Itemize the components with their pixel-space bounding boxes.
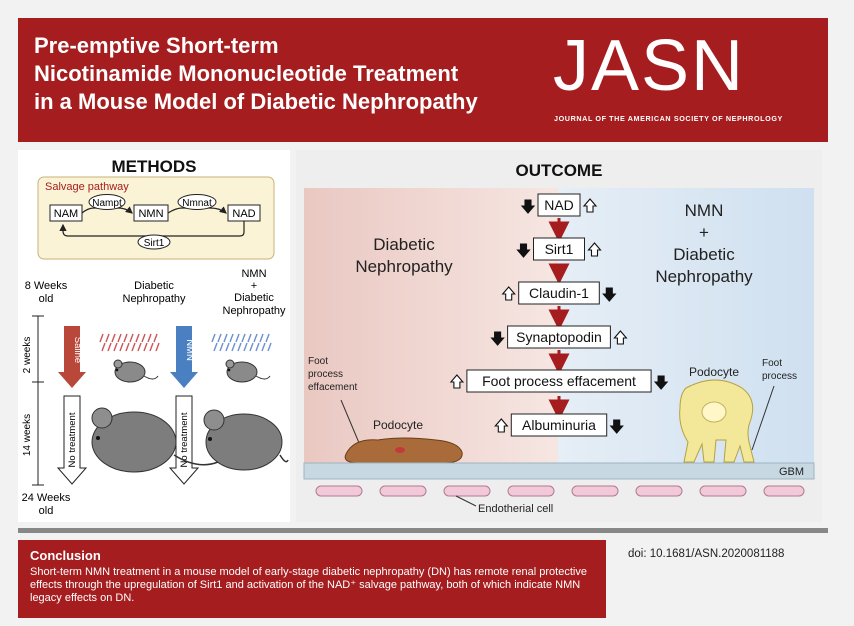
up-arrow-icon (449, 374, 465, 389)
down-arrow-icon (609, 419, 624, 434)
up-arrow-icon (613, 330, 628, 345)
podocyte-left-label: Podocyte (373, 418, 423, 432)
node-nmn: NMN (138, 208, 163, 220)
methods-panel: METHODS Salvage pathway NAM NMN NAD Namp… (18, 150, 290, 522)
marker-label: NAD (544, 197, 574, 213)
small-mouse-nmn (225, 359, 271, 383)
conclusion-title: Conclusion (30, 548, 101, 563)
down-arrow-icon (516, 243, 531, 258)
gbm-label: GBM (779, 466, 804, 478)
node-nam: NAM (54, 208, 78, 220)
node-nad: NAD (232, 208, 255, 220)
nmnat-ellipse (177, 194, 217, 210)
doi-text: doi: 10.1681/ASN.2020081188 (628, 548, 785, 560)
up-arrow-icon (494, 418, 509, 433)
phase1-label: 2 weeks (22, 337, 33, 374)
marker-box (507, 325, 611, 349)
marker-label: Foot process effacement (482, 373, 636, 389)
nampt-ellipse (88, 194, 126, 210)
marker-label: Albuminuria (522, 417, 596, 433)
sirt1-ellipse (137, 234, 171, 250)
foot-process-pointer (751, 385, 775, 451)
nmn-label: NMN (184, 339, 195, 361)
no-treatment-left: No treatment (67, 412, 78, 467)
conclusion-box: Conclusion Short-term NMN treatment in a… (18, 540, 606, 618)
section-divider (18, 528, 828, 533)
endothelial-cells (315, 485, 805, 497)
endothelial-label: Endotherial cell (478, 503, 553, 515)
podocyte-right-label: Podocyte (689, 365, 739, 379)
marker-box (510, 413, 608, 437)
endothelial-pointer (455, 495, 477, 507)
methods-heading: METHODS (112, 157, 197, 176)
conclusion-text: Short-term NMN treatment in a mouse mode… (30, 566, 587, 604)
header-banner: Pre-emptive Short-term Nicotinamide Mono… (18, 18, 828, 142)
dn-injection-marks (99, 333, 160, 352)
saline-label: Saline (72, 337, 83, 363)
effacement-pointer (340, 399, 363, 451)
no-treatment-arrow-left (56, 395, 88, 485)
page-title: Pre-emptive Short-term Nicotinamide Mono… (34, 33, 478, 114)
enzyme-nmnat: Nmnat (182, 198, 212, 209)
down-arrow-icon (653, 375, 669, 390)
marker-box (537, 193, 581, 217)
feedback-sirt1: Sirt1 (144, 238, 165, 249)
marker-box (518, 281, 600, 305)
up-arrow-icon (501, 286, 516, 301)
nmn-injection-marks (211, 333, 272, 352)
salvage-label: Salvage pathway (45, 181, 129, 193)
large-mouse-dn (91, 407, 219, 473)
podocyte-damaged-nucleus (395, 447, 405, 453)
large-mouse-nmn (203, 409, 289, 471)
outcome-heading: OUTCOME (516, 161, 603, 180)
no-treatment-arrow-right (168, 395, 200, 485)
methods-diagram: METHODS Salvage pathway NAM NMN NAD Namp… (22, 157, 289, 517)
marker-label: Synaptopodin (516, 329, 602, 345)
saline-arrow (58, 326, 86, 388)
down-arrow-icon (520, 199, 536, 214)
down-arrow-icon (490, 331, 505, 346)
marker-box (533, 237, 585, 261)
nmn-arrow (170, 326, 198, 388)
gbm-layer (303, 462, 815, 480)
enzyme-nampt: Nampt (92, 198, 122, 209)
no-treatment-right: No treatment (179, 412, 190, 467)
up-arrow-icon (582, 198, 598, 213)
marker-label: Sirt1 (545, 241, 574, 257)
marker-label: Claudin-1 (529, 285, 589, 301)
journal-name: JOURNAL OF THE AMERICAN SOCIETY OF NEPHR… (554, 114, 783, 123)
up-arrow-icon (587, 242, 602, 257)
journal-logo: JASN (553, 26, 746, 106)
down-arrow-icon (602, 287, 617, 302)
marker-box (466, 369, 652, 393)
small-mouse-dn (113, 359, 159, 383)
phase2-label: 14 weeks (22, 414, 33, 456)
podocyte-healthy-nucleus (701, 401, 727, 423)
